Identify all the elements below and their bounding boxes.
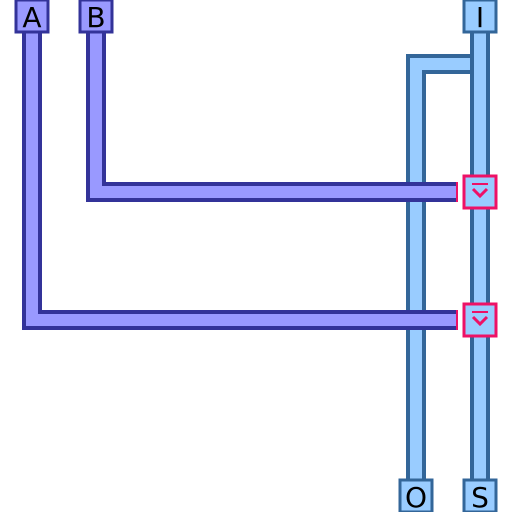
tube-a [22, 24, 456, 330]
terminal-b-label: B [86, 1, 105, 34]
terminal-i-label: I [476, 1, 484, 34]
terminal-s[interactable]: S [462, 478, 498, 514]
chevron-down-icon [471, 311, 489, 327]
terminal-a[interactable]: A [14, 0, 50, 34]
terminal-o-label: O [405, 481, 427, 512]
terminal-b[interactable]: B [78, 0, 114, 34]
tube-b-fill [90, 24, 456, 198]
terminal-o[interactable]: O [398, 478, 434, 514]
tube-b [86, 24, 456, 202]
tube-o-fill [410, 58, 476, 496]
terminal-a-label: A [22, 1, 41, 34]
tube-o [406, 54, 480, 496]
tube-a-fill [26, 24, 456, 326]
tube-b-outline [86, 24, 456, 202]
terminal-s-label: S [471, 481, 489, 512]
switch-upper[interactable] [462, 174, 498, 210]
switch-lower[interactable] [462, 302, 498, 338]
chevron-down-icon [471, 183, 489, 199]
terminal-i[interactable]: I [462, 0, 498, 34]
